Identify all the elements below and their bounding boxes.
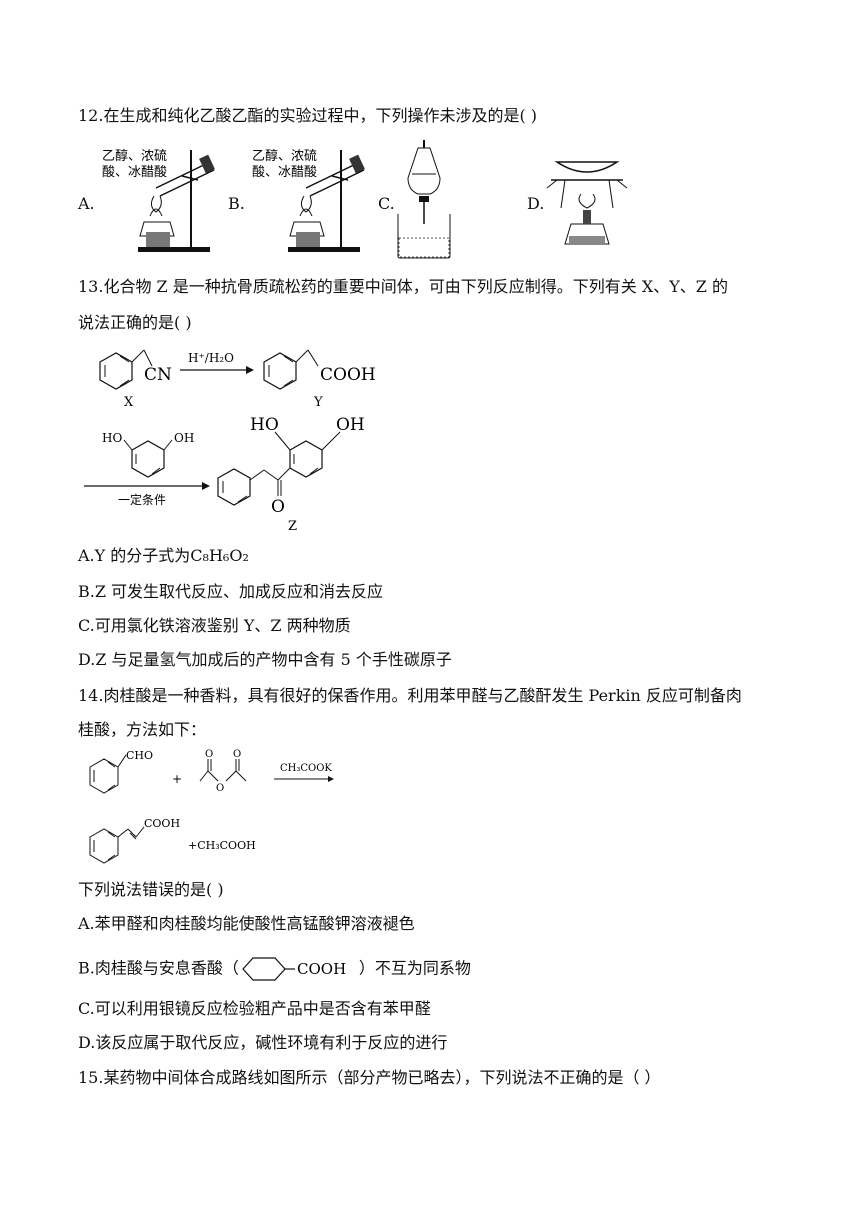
q14-cooh-label: COOH (144, 817, 180, 830)
q14-cho-label: CHO (126, 749, 153, 762)
q14-byproduct-label: +CH₃COOH (188, 839, 256, 852)
q13-cn-label: CN (144, 365, 172, 385)
q12-option-a-label: A. (78, 194, 95, 213)
q12-apparatus-b: 乙醇、浓硫 酸、冰醋酸 (252, 148, 365, 252)
q12-apparatus-c (397, 140, 451, 259)
q14-plus: + (172, 772, 182, 786)
q13-resorcinol-ho: HO (102, 431, 122, 445)
q12-apparatus-d (546, 161, 628, 245)
q12-apparatus-a: 乙醇、浓硫 酸、冰醋酸 (102, 148, 215, 252)
q14-stem-line2: 桂酸，方法如下： (78, 720, 207, 739)
q12-b-label-line1: 乙醇、浓硫 (252, 148, 317, 164)
svg-text:O: O (216, 783, 224, 794)
q14-option-b: B.肉桂酸与安息香酸（ COOH ）不互为同系物 (78, 956, 471, 982)
q13-cooh-label: COOH (320, 365, 376, 385)
q14-question: 下列说法错误的是( ) (78, 880, 224, 899)
q13-option-b: B.Z 可发生取代反应、加成反应和消去反应 (78, 582, 384, 601)
svg-text:O: O (233, 749, 241, 760)
q15-stem: 15.某药物中间体合成路线如图所示（部分产物已略去），下列说法不正确的是（ ） (78, 1068, 661, 1087)
q13-resorcinol-oh: OH (174, 431, 194, 445)
q12-option-d-label: D. (527, 194, 545, 213)
q14-option-b-cooh: COOH (297, 960, 346, 978)
q12-option-b-label: B. (228, 194, 245, 213)
q14-reaction-scheme: CHO + O O O CH₃COOK COOH +CH₃COOH (89, 749, 334, 864)
q12-a-label-line1: 乙醇、浓硫 (102, 148, 167, 164)
q13-option-c: C.可用氯化铁溶液鉴别 Y、Z 两种物质 (78, 616, 351, 635)
q13-option-a-prefix: A.Y 的分子式为 (78, 546, 191, 565)
q13-condition-label: 一定条件 (118, 492, 166, 507)
q13-option-a: A.Y 的分子式为C₈H₆O₂ (78, 546, 249, 566)
q13-reagent-label: H⁺/H₂O (188, 351, 234, 365)
svg-text:O: O (205, 749, 213, 760)
q14-stem-line1: 14.肉桂酸是一种香料，具有很好的保香作用。利用苯甲醛与乙酸酐发生 Perkin… (78, 686, 742, 705)
q13-z-label: Z (288, 519, 297, 534)
q12-option-c-label: C. (378, 194, 395, 213)
q12-a-label-line2: 酸、冰醋酸 (102, 164, 167, 180)
q12-b-label-line2: 酸、冰醋酸 (252, 164, 317, 180)
q13-z-ho: HO (250, 415, 279, 435)
q12-stem: 12.在生成和纯化乙酸乙酯的实验过程中，下列操作未涉及的是( ) (78, 106, 538, 125)
q14-option-b-prefix: B.肉桂酸与安息香酸（ (78, 958, 239, 978)
q13-option-a-formula: C₈H₆O₂ (190, 546, 249, 565)
q13-reaction-scheme: CN X H⁺/H₂O COOH Y HO OH 一定条件 HO OH O Z (84, 349, 376, 534)
q13-z-oh: OH (336, 415, 365, 435)
q14-option-c: C.可以利用银镜反应检验粗产品中是否含有苯甲醛 (78, 999, 431, 1018)
q14-option-b-suffix: ）不互为同系物 (358, 958, 471, 978)
q13-option-d: D.Z 与足量氢气加成后的产物中含有 5 个手性碳原子 (78, 650, 452, 669)
benzoic-acid-structure: COOH (242, 957, 346, 981)
q14-option-a: A.苯甲醛和肉桂酸均能使酸性高锰酸钾溶液褪色 (78, 914, 415, 933)
q13-stem-line2: 说法正确的是( ) (78, 313, 192, 332)
q14-reagent-label: CH₃COOK (280, 763, 332, 774)
q14-option-d: D.该反应属于取代反应，碱性环境有利于反应的进行 (78, 1033, 448, 1052)
q13-z-carbonyl-o: O (271, 497, 285, 517)
q13-x-label: X (124, 395, 134, 410)
q13-stem-line1: 13.化合物 Z 是一种抗骨质疏松药的重要中间体，可由下列反应制得。下列有关 X… (78, 277, 728, 296)
q13-y-label: Y (313, 395, 323, 410)
